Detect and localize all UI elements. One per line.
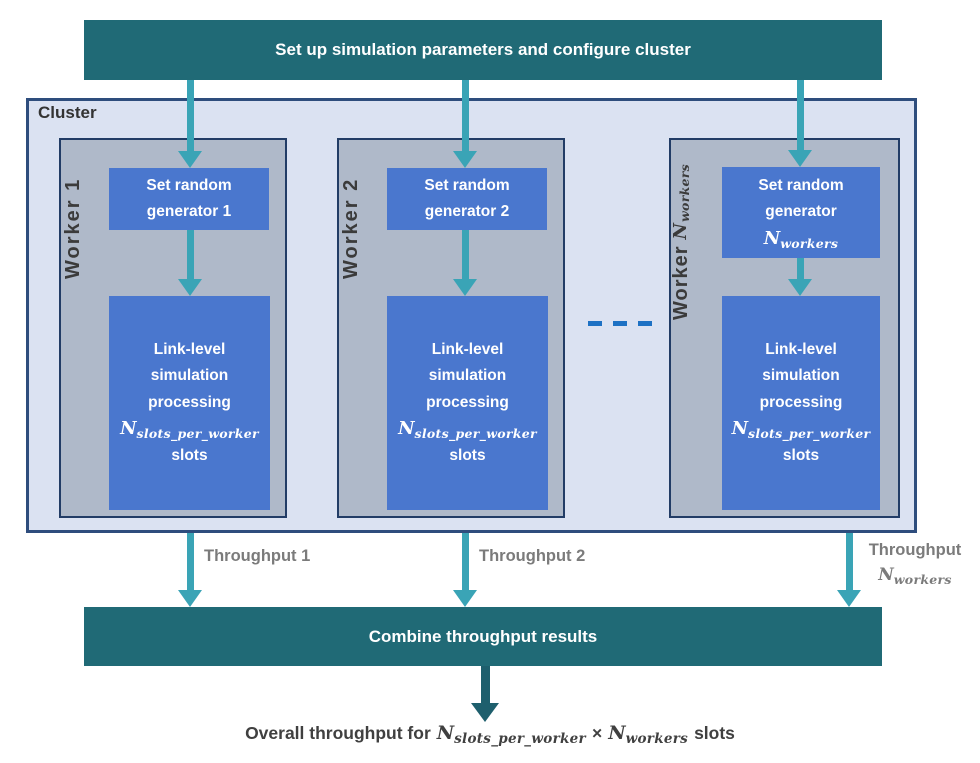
worker2-slots-label: slots (449, 446, 486, 464)
throughput2-label: Throughput 2 (479, 547, 586, 565)
throughputN-label-math: Nworkers (878, 564, 952, 587)
setup-parameters-label: Set up simulation parameters and configu… (275, 40, 691, 59)
workers-ellipsis-icon (588, 321, 652, 326)
workerN-label-math-sub: workers (677, 163, 692, 223)
worker2-label: Worker 2 (340, 177, 362, 279)
combine-throughput-label: Combine throughput results (368, 626, 598, 646)
workerN-link-level-simulation-box: Link-level simulation processing Nslots_… (722, 296, 880, 510)
overall-prefix: Overall throughput for (245, 723, 431, 743)
worker2-link-level-simulation-box: Link-level simulation processing Nslots_… (387, 296, 548, 510)
workerN-slots-label: slots (782, 446, 820, 464)
ellipsis-dash (588, 321, 602, 326)
worker2-generator-label: Set random generator 2 (424, 176, 510, 220)
worker1-link-level-simulation-box: Link-level simulation processing Nslots_… (109, 296, 270, 510)
worker2-set-random-generator-box: Set random generator 2 (387, 168, 547, 230)
worker1-slots-label: slots (171, 446, 208, 464)
combine-throughput-bar: Combine throughput results (84, 607, 882, 666)
worker2-slots-math: Nslots_per_worker (398, 418, 537, 442)
ellipsis-dash (613, 321, 627, 326)
workerN-process-label: Link-level simulation processing (759, 341, 843, 411)
overall-times-sign: × (591, 723, 603, 743)
workerN-label-prefix: Worker (670, 245, 692, 321)
arrow-gen2-to-link2-icon (453, 230, 477, 296)
arrow-genN-to-linkN-icon (788, 258, 812, 296)
arrow-throughput2-icon (453, 533, 477, 607)
throughputN-label: Throughput Nworkers (853, 538, 977, 588)
throughput1-label: Throughput 1 (204, 547, 311, 565)
worker1-slots-math: Nslots_per_worker (120, 418, 259, 442)
worker1-generator-label: Set random generator 1 (146, 176, 232, 220)
arrow-throughputN-icon (837, 533, 861, 607)
workerN-generator-math: Nworkers (763, 227, 839, 251)
worker1-set-random-generator-box: Set random generator 1 (109, 168, 269, 230)
cluster-label: Cluster (38, 103, 97, 122)
worker1-process-label: Link-level simulation processing (148, 341, 231, 411)
workerN-slots-math: Nslots_per_worker (731, 418, 871, 442)
overall-suffix: slots (694, 723, 735, 743)
arrow-combine-to-overall-icon (471, 666, 499, 722)
worker2-process-label: Link-level simulation processing (426, 341, 509, 411)
workerN-label-math-var: N (670, 222, 691, 240)
arrow-setup-to-workerN-icon (788, 80, 812, 167)
ellipsis-dash (638, 321, 652, 326)
workerN-set-random-generator-box: Set random generator Nworkers (722, 167, 880, 258)
setup-parameters-bar: Set up simulation parameters and configu… (84, 20, 882, 80)
arrow-gen1-to-link1-icon (178, 230, 202, 296)
arrow-setup-to-worker1-icon (178, 80, 202, 168)
workerN-label: Worker Nworkers (670, 152, 693, 332)
workerN-generator-label: Set random generator (758, 176, 844, 221)
arrow-setup-to-worker2-icon (453, 80, 477, 168)
worker1-label: Worker 1 (62, 177, 84, 279)
arrow-throughput1-icon (178, 533, 202, 607)
throughputN-label-text: Throughput (868, 541, 962, 559)
overall-math-slots-per-worker: Nslots_per_worker (436, 722, 586, 747)
overall-math-workers: Nworkers (608, 722, 689, 747)
